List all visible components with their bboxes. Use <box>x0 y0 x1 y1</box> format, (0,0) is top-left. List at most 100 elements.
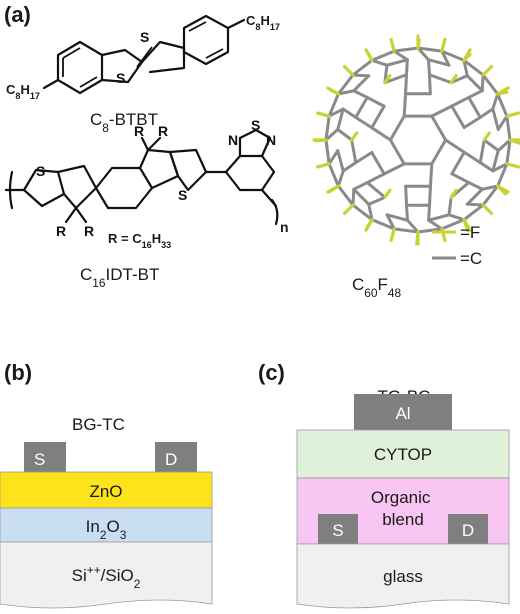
cage-bond <box>324 114 331 142</box>
cage-bond <box>450 104 466 130</box>
cage-bond <box>481 184 500 207</box>
cage-bond <box>416 46 444 53</box>
fluorine-bond <box>481 203 494 216</box>
cage-bond <box>392 46 420 53</box>
idtbt-r-definition: R = C16H33 <box>108 231 171 250</box>
cage-bond <box>480 73 485 93</box>
cage-bond <box>327 149 340 166</box>
fluorine-bond <box>482 131 491 142</box>
cage-bond <box>341 161 358 173</box>
cage-bond <box>336 128 354 142</box>
fluorine-bond <box>449 74 458 85</box>
fluorine-bond <box>505 162 520 169</box>
cage-bond <box>416 227 444 234</box>
cage-bond <box>450 172 471 185</box>
idtbt-r-bottom-left: R <box>56 223 66 239</box>
btbt-sulfur-top: S <box>140 29 149 45</box>
fluorine-bond <box>481 64 494 77</box>
cage-bond <box>351 187 356 207</box>
cage-bond <box>480 184 500 191</box>
fluorine-bond <box>342 64 355 77</box>
cage-bond <box>496 114 509 131</box>
fluorine-bond <box>315 111 331 118</box>
cage-bond <box>370 104 386 130</box>
cage-bond <box>427 213 451 222</box>
device-b-source-label: S <box>34 450 45 469</box>
cage-bond <box>462 58 469 78</box>
cage-bond <box>462 150 482 165</box>
btbt-sulfur-bottom: S <box>116 70 125 86</box>
c8-btbt-structure <box>42 14 246 95</box>
fluorine-bond <box>505 111 520 118</box>
cage-bond <box>336 89 356 96</box>
cage-bond <box>352 89 369 99</box>
cage-bond <box>367 195 387 206</box>
fluorine-bond <box>314 138 328 143</box>
cage-bond <box>416 46 430 62</box>
cage-bond <box>505 114 512 142</box>
cage-bond <box>428 162 434 188</box>
cage-bond <box>465 74 484 93</box>
device-c-source-label: S <box>332 521 343 540</box>
cage-bond <box>465 187 484 206</box>
c8-btbt-name: C8-BTBT <box>90 110 158 135</box>
idtbt-nitrogen-left: N <box>228 132 238 148</box>
cage-bond <box>350 138 358 165</box>
cage-bond <box>404 58 409 77</box>
cage-bond <box>491 162 509 173</box>
cage-bond <box>447 195 453 217</box>
c16idt-bt-name: C16IDT-BT <box>80 265 159 290</box>
cage-bond <box>336 184 355 207</box>
cage-bond <box>388 114 406 142</box>
device-c-layer-glass-label: glass <box>383 567 423 586</box>
cage-bond <box>336 73 355 96</box>
cage-bond <box>365 95 386 108</box>
cage-bond <box>367 202 374 222</box>
idtbt-sulfur-left: S <box>36 163 45 179</box>
cage-bond <box>402 92 408 118</box>
cage-bond <box>444 138 466 154</box>
idtbt-r-top-right: R <box>158 123 168 139</box>
device-c-layer-cytop <box>296 429 510 479</box>
idtbt-r-top-left: R <box>134 123 144 139</box>
idtbt-sulfur-right: S <box>178 187 187 203</box>
cage-bond <box>351 73 371 78</box>
fluorine-bond <box>328 88 340 96</box>
fluorine-bond <box>350 131 359 142</box>
device-b-title: BG-TC <box>72 415 125 434</box>
fluorine-bond <box>496 90 509 96</box>
cage-bond <box>478 161 495 173</box>
device-c-layer-organic-blend-label: Organic blend <box>371 488 435 529</box>
cage-bond <box>426 58 432 77</box>
cage-bond <box>365 172 386 185</box>
cage-bond <box>383 73 408 85</box>
device-b-layer-in2o3-label: In2O3 <box>86 517 127 542</box>
device-c-layer-glass <box>296 543 510 609</box>
cage-bond <box>354 115 374 130</box>
cage-bond <box>404 73 408 96</box>
fluorine-bond <box>462 218 470 233</box>
device-b-layer-substrate <box>0 541 213 609</box>
device-c-drain-electrode <box>448 514 488 544</box>
idtbt-sulfur-bt: S <box>251 117 260 133</box>
cage-bond <box>370 58 389 67</box>
cage-bond <box>370 150 386 176</box>
cage-bond <box>404 184 408 207</box>
cage-bond <box>462 203 485 222</box>
cage-bond <box>382 162 406 176</box>
cage-bond <box>365 181 387 199</box>
c60f48-cage <box>312 34 520 246</box>
idtbt-nitrogen-right: N <box>266 132 276 148</box>
cage-bond <box>482 138 500 152</box>
cage-bond <box>392 227 420 234</box>
cage-bond <box>385 213 410 222</box>
cage-bond <box>465 202 485 207</box>
cage-bond <box>491 92 500 111</box>
cage-bond <box>370 126 392 142</box>
cage-bond <box>467 181 484 191</box>
cage-bond <box>428 73 453 85</box>
cage-bond <box>336 107 345 132</box>
device-b-layer-zno-label: ZnO <box>89 482 122 501</box>
btbt-substituent-right: C8H17 <box>246 13 280 32</box>
